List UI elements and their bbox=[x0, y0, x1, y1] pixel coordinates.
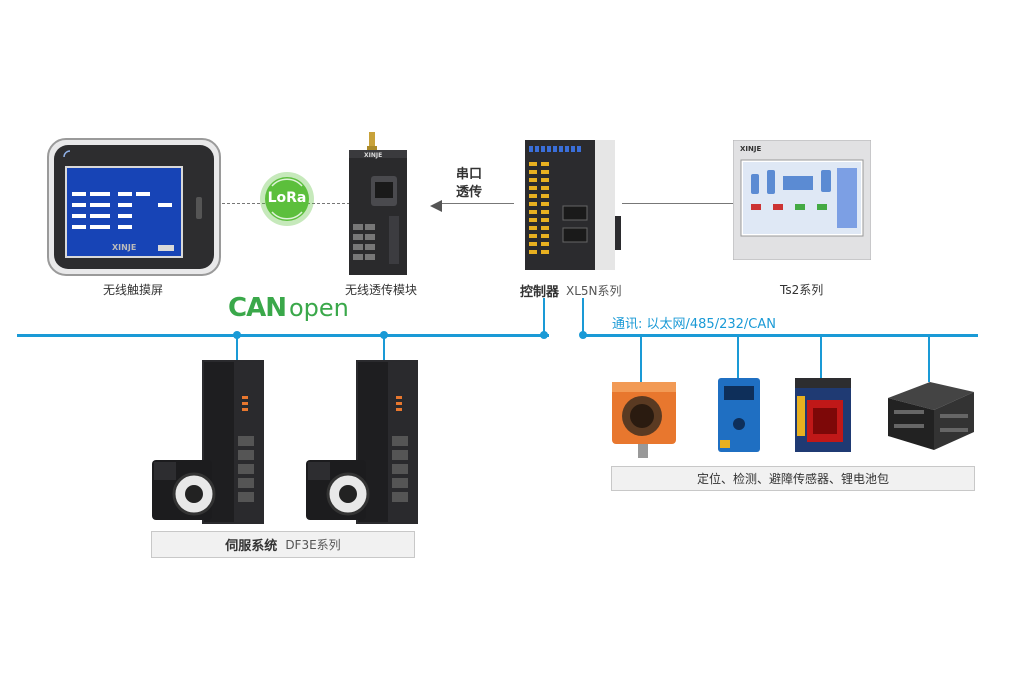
touchscreen-brand: XINJE bbox=[112, 243, 137, 252]
controller-label-main: 控制器 bbox=[520, 285, 560, 300]
sensor-1-drop bbox=[640, 336, 642, 382]
sensors-caption-box: 定位、检测、避障传感器、锂电池包 bbox=[611, 466, 975, 491]
canopen-bus-node-servo-1 bbox=[233, 331, 241, 339]
controller-label-series: XL5N系列 bbox=[566, 284, 622, 298]
servo-caption-box: 伺服系统 DF3E系列 bbox=[151, 531, 415, 558]
serial-label-line1: 串口 bbox=[456, 167, 483, 182]
canopen-bus-line bbox=[17, 334, 549, 337]
serial-label-line2: 透传 bbox=[456, 185, 483, 200]
serial-arrow-head-icon bbox=[430, 197, 442, 212]
battery-pack-device bbox=[882, 376, 978, 456]
canopen-bus-node-servo-2 bbox=[380, 331, 388, 339]
controller-comm-link bbox=[582, 298, 584, 336]
canopen-logo-open: open bbox=[288, 294, 349, 322]
red-sensor-device bbox=[793, 376, 853, 456]
communication-bus-line bbox=[580, 334, 978, 337]
controller-canopen-link bbox=[543, 298, 545, 336]
sensors-label: 定位、检测、避障传感器、锂电池包 bbox=[696, 472, 889, 486]
lora-text: LoRa bbox=[267, 190, 307, 206]
controller-device bbox=[523, 136, 623, 274]
controller-ts2-line bbox=[622, 203, 734, 204]
ts2-brand: XINJE bbox=[740, 145, 762, 153]
servo-drive-2 bbox=[300, 356, 426, 532]
servo-1-drop bbox=[236, 336, 238, 364]
sensor-2-drop bbox=[737, 336, 739, 382]
comm-bus-node-controller bbox=[579, 331, 587, 339]
touchscreen-device bbox=[46, 137, 222, 277]
orange-sensor-device bbox=[610, 376, 678, 460]
sensor-4-drop bbox=[928, 336, 930, 382]
servo-label-series: DF3E系列 bbox=[285, 538, 341, 552]
wireless-module-brand: XINJE bbox=[364, 152, 383, 159]
ts2-device bbox=[732, 139, 872, 261]
servo-2-drop bbox=[383, 336, 385, 364]
canopen-logo-can: CAN bbox=[228, 293, 287, 323]
touchscreen-label: 无线触摸屏 bbox=[103, 283, 164, 297]
serial-arrow-line bbox=[438, 203, 514, 204]
servo-label-main: 伺服系统 bbox=[225, 539, 278, 554]
ts2-label: Ts2系列 bbox=[780, 283, 824, 297]
servo-drive-1 bbox=[146, 356, 272, 532]
wireless-module-label: 无线透传模块 bbox=[345, 283, 418, 297]
sensor-3-drop bbox=[820, 336, 822, 382]
wireless-module-device bbox=[345, 132, 411, 277]
canopen-bus-node-controller bbox=[540, 331, 548, 339]
lora-icon bbox=[258, 170, 316, 228]
communication-label: 通讯: 以太网/485/232/CAN bbox=[612, 317, 776, 332]
blue-sensor-device bbox=[716, 376, 762, 456]
